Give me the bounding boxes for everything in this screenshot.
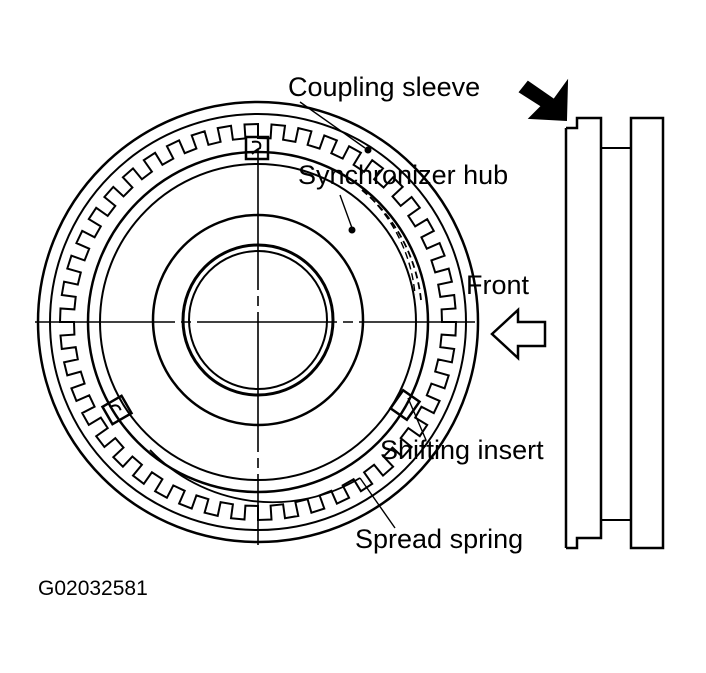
leader-dot-synchronizer-hub [348,226,356,234]
side-view-hub-center [600,147,632,521]
side-view-hub-flange [629,116,665,550]
leader-coupling-sleeve [299,101,366,149]
leader-synchronizer-hub [339,194,353,229]
leader-spread-spring [359,477,396,529]
coupling-sleeve-label: Coupling sleeve [288,72,481,102]
figure-id: G02032581 [38,577,148,600]
leader-shifting-insert [407,397,427,441]
spread-spring-dashed-inner [369,196,416,296]
side-view-sleeve [566,116,603,550]
shifting-insert-top [244,135,270,161]
shifting-insert-label: Shifting insert [380,435,544,465]
front-label: Front [466,270,530,300]
direction-arrow [518,78,569,122]
front-arrow [490,307,547,361]
leader-dot-coupling-sleeve [364,146,372,154]
synchronizer-hub-label: Synchronizer hub [298,160,509,190]
shifting-insert-left [100,394,134,426]
spread-spring-lower [149,449,361,504]
spread-spring-label: Spread spring [355,524,524,554]
